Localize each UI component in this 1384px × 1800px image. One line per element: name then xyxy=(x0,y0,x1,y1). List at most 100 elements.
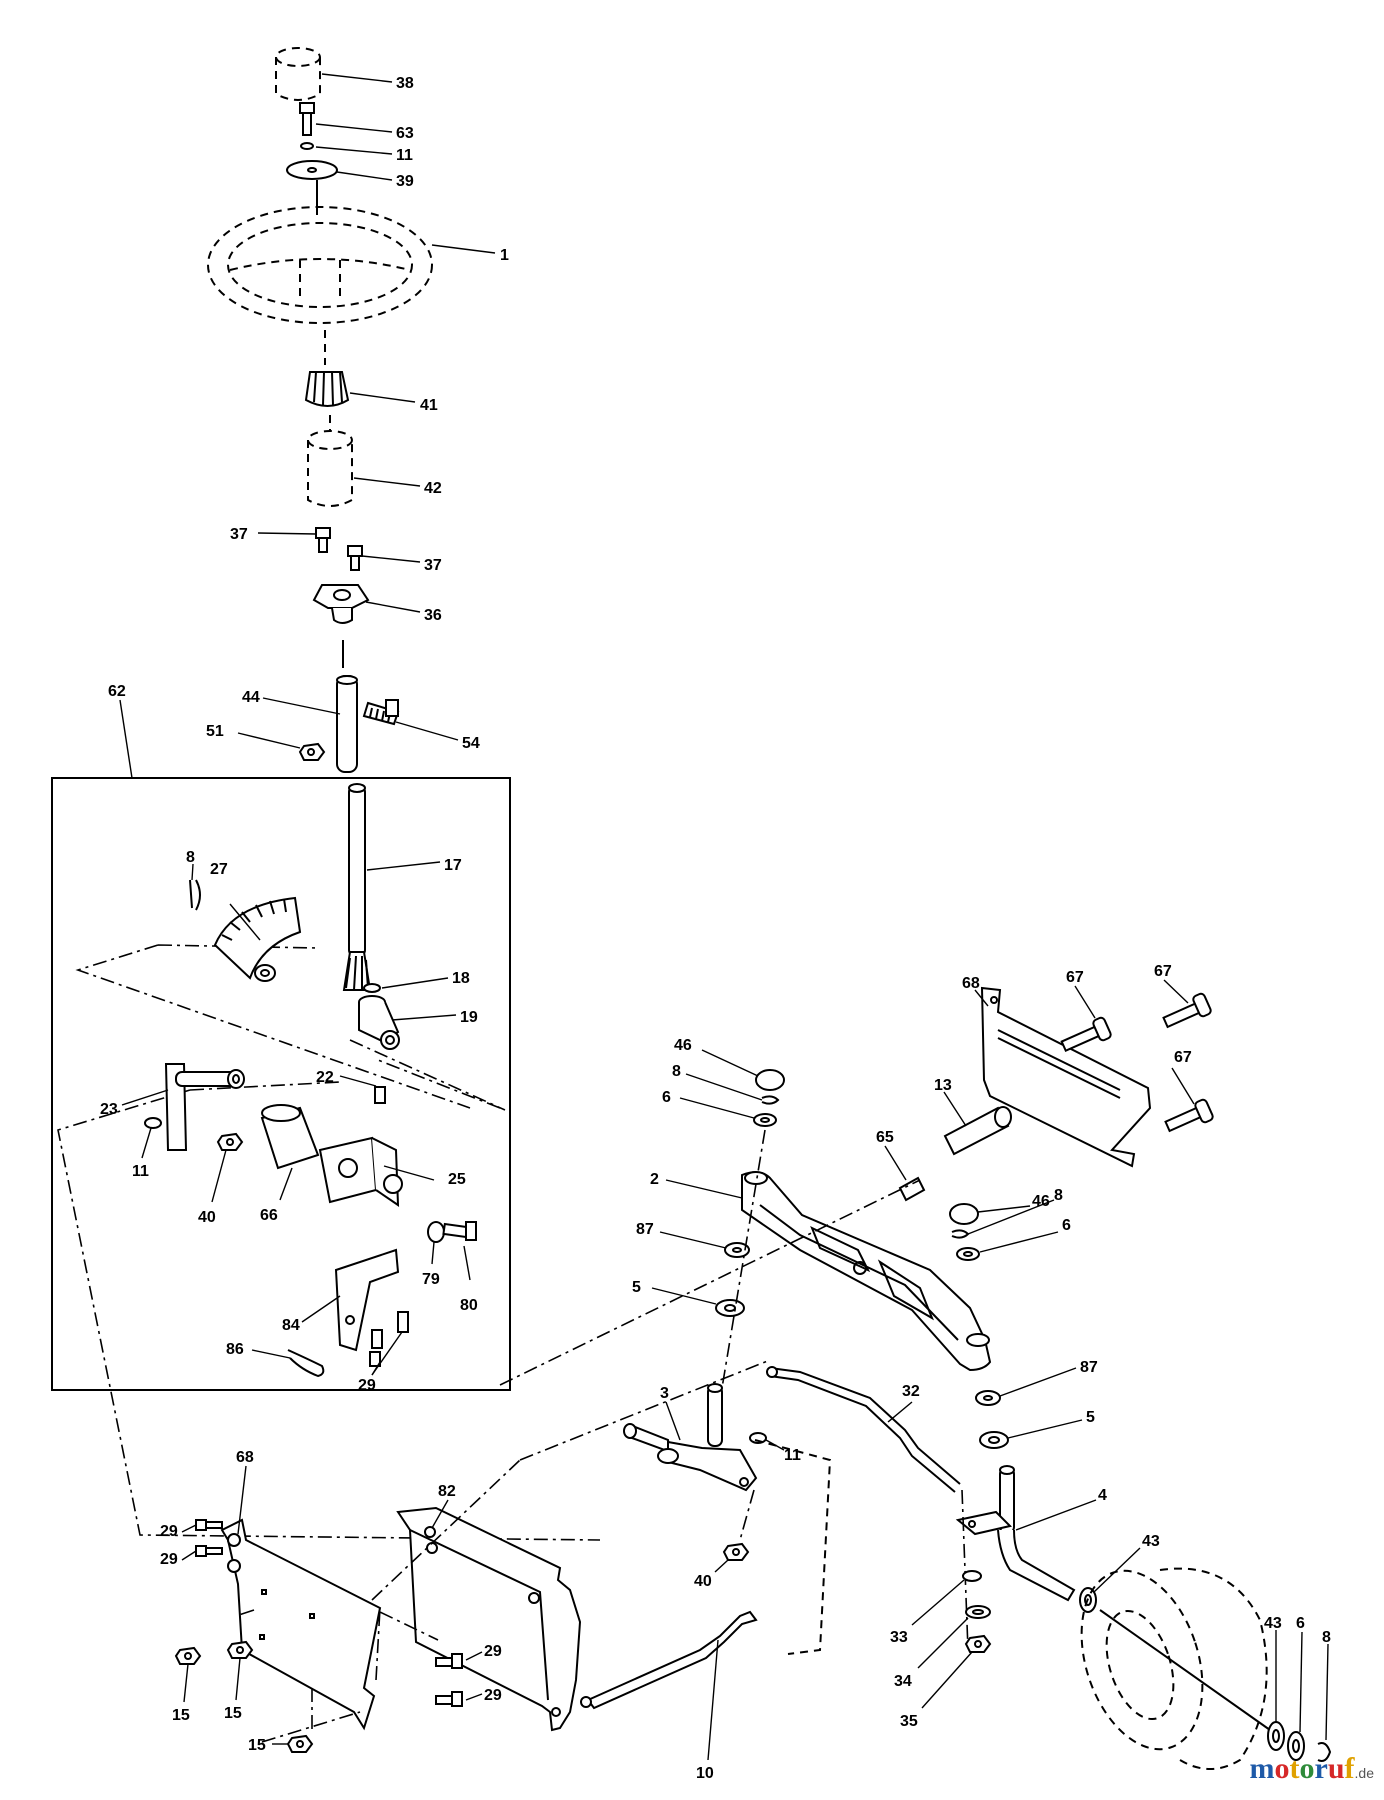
logo-letter: o xyxy=(1299,1752,1315,1785)
part-65-pin xyxy=(884,1145,926,1202)
part-38-cap xyxy=(275,47,393,101)
part-8-pin xyxy=(189,863,201,911)
part-5-washer-right xyxy=(979,1419,1083,1449)
part-22-bolt xyxy=(339,1075,386,1104)
logo-letter: r xyxy=(1314,1752,1328,1785)
logo-letter: f xyxy=(1344,1752,1355,1785)
part-8-clip-outer xyxy=(1317,1643,1332,1762)
part-35-nut xyxy=(921,1634,992,1709)
front-wheel xyxy=(1080,1567,1268,1770)
logo-letters: motoruf xyxy=(1250,1752,1355,1785)
part-29-bolts-box xyxy=(369,1311,409,1376)
label-35: 35 xyxy=(900,1713,918,1730)
logo-letter: t xyxy=(1289,1752,1300,1785)
part-86-clip xyxy=(251,1349,325,1378)
label-39: 39 xyxy=(396,173,414,190)
part-11-washer-axle xyxy=(749,1432,785,1451)
label-43: 43 xyxy=(1264,1615,1282,1632)
part-42-sleeve xyxy=(307,430,421,507)
part-labels: 38 63 11 39 1 41 42 37 37 36 44 51 54 62… xyxy=(100,75,1331,1782)
label-15: 15 xyxy=(172,1707,190,1724)
label-8: 8 xyxy=(1054,1187,1063,1204)
label-80: 80 xyxy=(460,1297,478,1314)
part-80-bolt xyxy=(442,1221,477,1281)
label-82: 82 xyxy=(438,1483,456,1500)
part-4-spindle-right xyxy=(955,1465,1097,1602)
part-33-washer xyxy=(911,1570,982,1626)
part-8-clip-left xyxy=(685,1073,780,1105)
part-32-tie-rod xyxy=(766,1366,961,1493)
part-46-cap-left xyxy=(701,1049,785,1091)
part-6-washer-outer xyxy=(1287,1631,1305,1761)
label-62: 62 xyxy=(108,683,126,700)
logo-letter: u xyxy=(1327,1752,1345,1785)
label-79: 79 xyxy=(422,1271,440,1288)
part-66-spacer xyxy=(260,1104,320,1201)
label-37: 37 xyxy=(230,526,248,543)
label-5: 5 xyxy=(632,1279,641,1296)
part-67-bolts xyxy=(1060,979,1214,1133)
label-19: 19 xyxy=(460,1009,478,1026)
label-51: 51 xyxy=(206,723,224,740)
label-37: 37 xyxy=(424,557,442,574)
label-4: 4 xyxy=(1098,1487,1107,1504)
label-40: 40 xyxy=(198,1209,216,1226)
part-40-nut-axle xyxy=(714,1542,750,1573)
motoruf-logo: motoruf.de xyxy=(1250,1752,1374,1786)
label-36: 36 xyxy=(424,607,442,624)
label-87: 87 xyxy=(636,1221,654,1238)
label-34: 34 xyxy=(894,1673,912,1690)
label-87: 87 xyxy=(1080,1359,1098,1376)
label-44: 44 xyxy=(242,689,260,706)
label-33: 33 xyxy=(890,1629,908,1646)
part-6-washer-right xyxy=(956,1231,1059,1261)
part-25-bracket xyxy=(318,1136,435,1207)
label-38: 38 xyxy=(396,75,414,92)
part-34-washer xyxy=(917,1605,991,1669)
part-44-shaft xyxy=(262,675,358,773)
label-2: 2 xyxy=(650,1171,659,1188)
part-68-bracket-left xyxy=(220,1465,382,1731)
part-29-bolts-frame xyxy=(181,1519,483,1707)
label-41: 41 xyxy=(420,397,438,414)
label-29: 29 xyxy=(484,1687,502,1704)
label-29: 29 xyxy=(484,1643,502,1660)
part-5-washer-left xyxy=(651,1287,745,1317)
label-8: 8 xyxy=(1322,1629,1331,1646)
label-27: 27 xyxy=(210,861,228,878)
part-10-drag-link xyxy=(580,1610,758,1761)
label-11: 11 xyxy=(784,1447,801,1464)
label-5: 5 xyxy=(1086,1409,1095,1426)
part-17-steering-shaft xyxy=(342,783,441,991)
label-84: 84 xyxy=(282,1317,300,1334)
part-3-spindle-left xyxy=(623,1383,758,1492)
label-32: 32 xyxy=(902,1383,920,1400)
part-23-bracket xyxy=(121,1063,245,1151)
label-6: 6 xyxy=(1296,1615,1305,1632)
label-42: 42 xyxy=(424,480,442,497)
label-29: 29 xyxy=(358,1377,376,1394)
part-37-bolts xyxy=(257,527,421,571)
label-6: 6 xyxy=(662,1089,671,1106)
logo-letter: m xyxy=(1249,1752,1275,1785)
label-13: 13 xyxy=(934,1077,952,1094)
part-18-washer xyxy=(363,977,449,993)
part-46-cap-right xyxy=(949,1203,1031,1225)
part-27-sector-gear xyxy=(213,896,302,982)
part-6-washer-left xyxy=(679,1097,777,1127)
part-39-disc xyxy=(286,160,393,181)
part-11-washer-box xyxy=(141,1117,162,1159)
part-40-nut-box xyxy=(211,1132,244,1203)
logo-suffix: .de xyxy=(1354,1765,1374,1781)
label-40: 40 xyxy=(694,1573,712,1590)
label-68: 68 xyxy=(236,1449,254,1466)
label-29: 29 xyxy=(160,1523,178,1540)
label-18: 18 xyxy=(452,970,470,987)
part-8-clip-right xyxy=(951,1199,1055,1239)
label-15: 15 xyxy=(224,1705,242,1722)
logo-letter: o xyxy=(1274,1752,1290,1785)
part-43-washer-outer xyxy=(1267,1630,1285,1751)
part-13-spacer xyxy=(943,1091,1012,1156)
label-43: 43 xyxy=(1142,1533,1160,1550)
